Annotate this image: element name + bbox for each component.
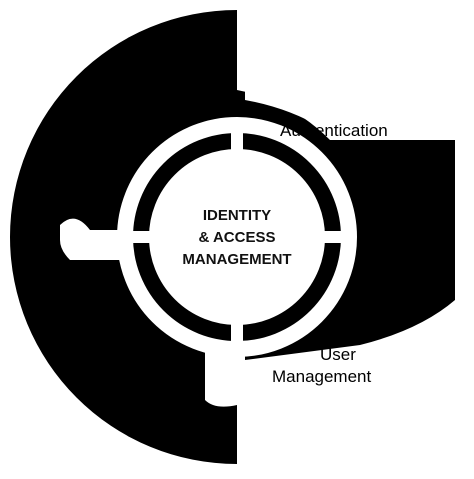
bottom-notch	[205, 350, 237, 407]
center-circle	[165, 165, 309, 309]
segment-top-right-cutout	[245, 20, 460, 140]
divider-horizontal-left	[118, 231, 168, 243]
segment-label-authentication: Authentication	[280, 121, 388, 140]
segment-top-right	[237, 90, 455, 237]
divider-vertical-bottom	[231, 306, 243, 356]
divider-vertical-top	[231, 118, 243, 168]
center-title-line2: & ACCESS	[199, 229, 276, 246]
center-title-line3: MANAGEMENT	[182, 251, 291, 268]
divider-horizontal-right	[306, 231, 356, 243]
center-title-line1: IDENTITY	[203, 207, 271, 224]
left-notch	[60, 218, 124, 260]
segment-label-management: Management	[272, 367, 372, 386]
segment-bottom-right	[245, 237, 455, 360]
segment-label-user: User	[320, 345, 356, 364]
